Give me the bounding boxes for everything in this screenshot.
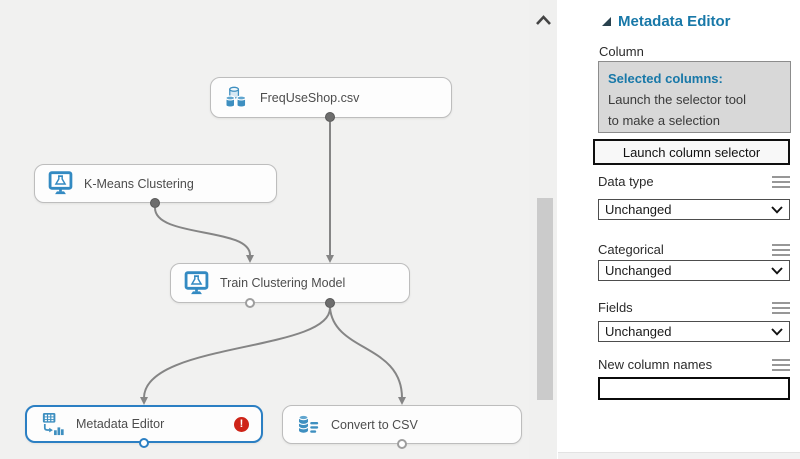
node-label: Convert to CSV: [331, 417, 418, 432]
info-box-line2: to make a selection: [608, 113, 721, 128]
param-row-data-type: Data type: [598, 174, 790, 189]
column-section-label: Column: [599, 44, 644, 59]
chevron-down-icon: [771, 266, 783, 275]
param-row-new-column-names: New column names: [598, 357, 790, 372]
launch-column-selector-button[interactable]: Launch column selector: [593, 139, 790, 165]
ml-module-icon: [184, 270, 209, 294]
fields-label: Fields: [598, 300, 633, 315]
error-icon[interactable]: !: [234, 416, 249, 432]
grip-icon: [772, 301, 790, 314]
metadata-editor-icon: [42, 412, 64, 435]
panel-bottom-strip: [558, 452, 800, 459]
output-port-kmeans[interactable]: [150, 198, 160, 208]
node-train-clustering-model[interactable]: Train Clustering Model: [170, 263, 410, 303]
ml-module-icon: [48, 171, 73, 195]
output-port-train-model[interactable]: [245, 298, 255, 308]
output-port-metadata-editor[interactable]: [139, 438, 149, 448]
output-port-dataset[interactable]: [325, 112, 335, 122]
node-label: Train Clustering Model: [220, 276, 346, 290]
selected-columns-info-box: Selected columns: Launch the selector to…: [598, 61, 791, 133]
output-port-train-results[interactable]: [325, 298, 335, 308]
node-label: Metadata Editor: [76, 417, 165, 431]
properties-panel: Metadata Editor Column Selected columns:…: [558, 0, 800, 459]
vertical-scrollbar-thumb[interactable]: [537, 198, 553, 400]
data-type-label: Data type: [598, 174, 654, 189]
categorical-select[interactable]: Unchanged: [598, 260, 790, 281]
output-port-convert-csv[interactable]: [397, 439, 407, 449]
connection-edges: [140, 122, 406, 405]
data-type-select[interactable]: Unchanged: [598, 199, 790, 220]
panel-section-toggle[interactable]: Metadata Editor: [602, 13, 731, 30]
section-expanded-icon: [602, 17, 611, 26]
node-label: K-Means Clustering: [84, 176, 194, 191]
categorical-label: Categorical: [598, 242, 664, 257]
node-dataset-frequseshop[interactable]: FreqUseShop.csv: [210, 77, 452, 118]
experiment-canvas[interactable]: FreqUseShop.csv K-Means Clustering Tra: [0, 0, 557, 459]
node-kmeans-clustering[interactable]: K-Means Clustering: [34, 164, 277, 203]
convert-to-csv-icon: [298, 414, 319, 433]
grip-icon: [772, 243, 790, 256]
new-column-names-label: New column names: [598, 357, 713, 372]
node-label: FreqUseShop.csv: [260, 90, 360, 105]
dataset-icon: [225, 86, 247, 108]
fields-select[interactable]: Unchanged: [598, 321, 790, 342]
new-column-names-input[interactable]: [598, 377, 790, 400]
param-row-categorical: Categorical: [598, 242, 790, 257]
info-box-line1: Launch the selector tool: [608, 92, 747, 107]
grip-icon: [772, 358, 790, 371]
param-row-fields: Fields: [598, 300, 790, 315]
grip-icon: [772, 175, 790, 188]
scroll-up-button[interactable]: [534, 13, 553, 29]
chevron-down-icon: [771, 205, 783, 214]
panel-title: Metadata Editor: [618, 13, 731, 30]
chevron-down-icon: [771, 327, 783, 336]
info-box-title: Selected columns:: [608, 71, 723, 86]
node-convert-to-csv[interactable]: Convert to CSV: [282, 405, 522, 444]
